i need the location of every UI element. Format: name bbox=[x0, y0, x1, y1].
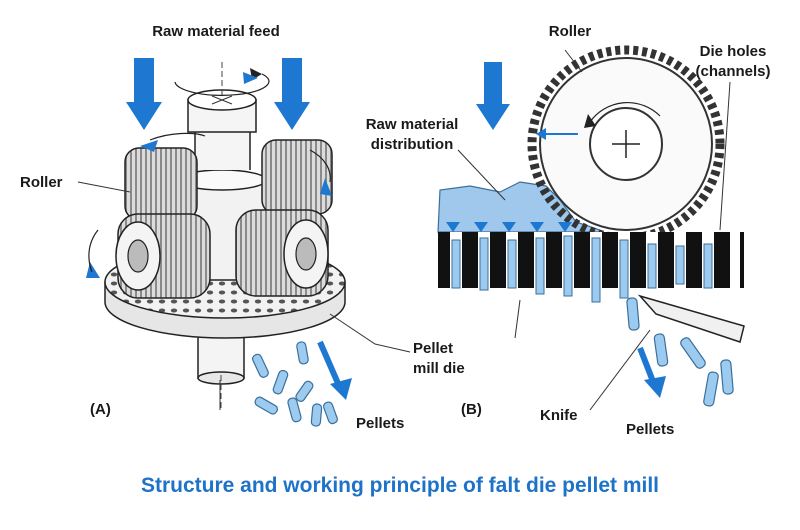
label-knife: Knife bbox=[540, 407, 578, 424]
pellets-group-b bbox=[626, 297, 734, 407]
panel-a-flat-die-mill bbox=[77, 58, 411, 427]
roller-a-right-back bbox=[261, 139, 333, 215]
pellet-mill-diagram: Raw material feed Roller (A) Pellets Pel… bbox=[20, 23, 771, 438]
knife-blade bbox=[637, 294, 745, 343]
feed-arrow-left bbox=[126, 58, 162, 130]
label-raw-material-distribution-1: Raw material bbox=[366, 116, 459, 133]
panel-b-cross-section bbox=[437, 45, 745, 411]
gear-roller-b bbox=[527, 45, 725, 243]
pellet-out-arrow-b bbox=[637, 346, 666, 398]
pellet-out-arrow-a bbox=[317, 340, 352, 400]
roller-a-right-front bbox=[235, 209, 329, 297]
feed-arrow-b bbox=[476, 62, 510, 130]
label-panel-b: (B) bbox=[461, 401, 482, 418]
rotation-arrows-a bbox=[86, 72, 332, 278]
roller-a-left-back bbox=[124, 147, 198, 221]
label-roller-a: Roller bbox=[20, 174, 63, 191]
feed-arrow-right bbox=[274, 58, 310, 130]
label-roller-b: Roller bbox=[549, 23, 592, 40]
pellets-group-a bbox=[252, 341, 338, 427]
label-pellet-mill-die-2: mill die bbox=[413, 360, 465, 377]
label-panel-a: (A) bbox=[90, 401, 111, 418]
label-die-holes-1: Die holes bbox=[700, 43, 767, 60]
distribution-arrows bbox=[446, 222, 572, 232]
label-pellets-b: Pellets bbox=[626, 421, 674, 438]
label-raw-material-feed: Raw material feed bbox=[152, 23, 280, 40]
die-block-b bbox=[438, 232, 744, 303]
figure-caption: Structure and working principle of falt … bbox=[140, 474, 660, 497]
label-pellets-a: Pellets bbox=[356, 415, 404, 432]
roller-a-left-front bbox=[115, 213, 211, 299]
label-raw-material-distribution-2: distribution bbox=[371, 136, 454, 153]
label-die-holes-2: (channels) bbox=[695, 63, 770, 80]
label-pellet-mill-die-1: Pellet bbox=[413, 340, 453, 357]
